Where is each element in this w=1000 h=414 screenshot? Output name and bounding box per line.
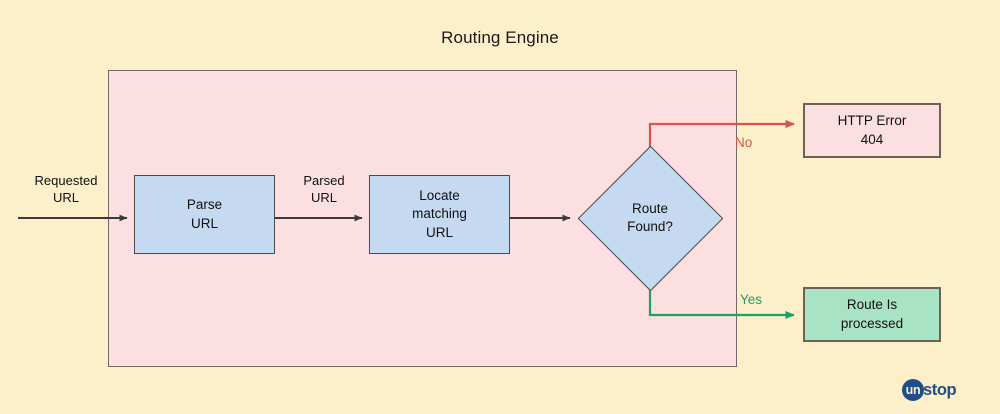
edge-label-requested-url-line1: Requested — [34, 173, 98, 188]
node-parse-url-line1: Parse — [186, 197, 223, 213]
node-locate-url-line2: matching — [412, 206, 467, 222]
unstop-logo: un stop — [902, 379, 957, 401]
node-locate-matching-url[interactable]: Locate matching URL — [369, 175, 510, 254]
node-http-error-line1: HTTP Error — [837, 113, 907, 129]
node-route-processed-line1: Route Is — [846, 297, 898, 313]
edge-label-yes: Yes — [740, 292, 763, 307]
node-http-error-404[interactable]: HTTP Error 404 — [803, 103, 941, 158]
edge-label-no: No — [735, 135, 753, 150]
node-route-found-line2: Found? — [627, 219, 673, 234]
node-http-error-line2: 404 — [860, 131, 884, 147]
edge-label-requested-url: Requested URL — [8, 172, 124, 206]
node-route-found-label: Route Found? — [577, 145, 723, 291]
edge-label-requested-url-line2: URL — [52, 190, 79, 206]
node-route-processed-line2: processed — [840, 315, 904, 331]
node-locate-url-line1: Locate — [419, 188, 460, 204]
edge-label-parsed-url: Parsed URL — [280, 172, 368, 206]
node-route-found[interactable]: Route Found? — [577, 145, 723, 291]
node-locate-url-line3: URL — [425, 224, 453, 240]
edge-label-parsed-url-line1: Parsed — [303, 173, 345, 188]
node-parse-url[interactable]: Parse URL — [134, 175, 275, 254]
node-route-is-processed[interactable]: Route Is processed — [803, 287, 941, 342]
node-route-found-line1: Route — [631, 200, 668, 216]
edge-label-parsed-url-line2: URL — [310, 190, 337, 206]
unstop-logo-circle: un — [902, 379, 924, 401]
unstop-logo-text: stop — [923, 380, 957, 399]
node-parse-url-line2: URL — [190, 215, 218, 231]
diagram-title: Routing Engine — [441, 28, 559, 47]
